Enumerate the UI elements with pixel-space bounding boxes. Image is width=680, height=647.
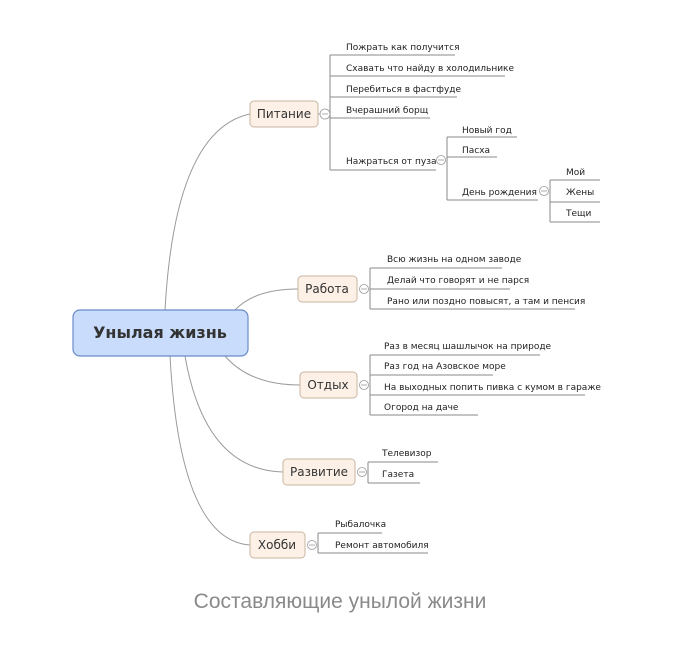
branch-food-label: Питание bbox=[257, 107, 311, 121]
collapse-growth-icon[interactable] bbox=[357, 467, 367, 477]
leaf[interactable]: Нажраться от пуза bbox=[346, 157, 437, 167]
leaf[interactable]: Пасха bbox=[462, 146, 490, 156]
work-bracket bbox=[369, 267, 575, 310]
leaf[interactable]: Газета bbox=[382, 470, 414, 480]
branch-food[interactable]: Питание bbox=[249, 100, 319, 128]
leaf[interactable]: Ремонт автомобиля bbox=[335, 541, 429, 551]
branch-growth-label: Развитие bbox=[290, 465, 348, 479]
leaf[interactable]: Телевизор bbox=[381, 449, 432, 459]
leaf[interactable]: Рыбалочка bbox=[335, 520, 386, 530]
connector-rest bbox=[224, 355, 301, 386]
collapse-rest-icon[interactable] bbox=[359, 380, 369, 390]
branch-rest-label: Отдых bbox=[307, 378, 348, 392]
leaf[interactable]: Раз в месяц шашлычок на природе bbox=[384, 342, 552, 352]
leaf[interactable]: Мой bbox=[566, 168, 585, 178]
sub-bracket bbox=[446, 136, 538, 201]
leaf[interactable]: Тещи bbox=[565, 209, 592, 219]
branch-growth[interactable]: Развитие bbox=[282, 458, 356, 486]
central-topic[interactable]: Унылая жизнь bbox=[72, 309, 249, 357]
sub-bracket bbox=[549, 179, 600, 223]
collapse-work-icon[interactable] bbox=[359, 284, 369, 294]
collapse-icon[interactable] bbox=[436, 155, 446, 165]
leaf[interactable]: Огород на даче bbox=[384, 403, 459, 413]
branch-rest[interactable]: Отдых bbox=[299, 371, 358, 399]
leaf[interactable]: Рано или поздно повысят, а там и пенсия bbox=[387, 297, 585, 307]
leaf[interactable]: День рождения bbox=[462, 188, 537, 198]
branch-work-label: Работа bbox=[305, 282, 349, 296]
connector-hobby bbox=[169, 355, 251, 546]
growth-bracket bbox=[367, 461, 438, 484]
leaf[interactable]: Вчерашний борщ bbox=[346, 106, 429, 116]
connector-work bbox=[234, 288, 299, 311]
hobby-bracket bbox=[317, 532, 428, 554]
connector-growth bbox=[184, 355, 284, 473]
collapse-food-icon[interactable] bbox=[318, 108, 331, 120]
connector-food bbox=[164, 113, 251, 311]
leaf[interactable]: Жены bbox=[566, 188, 594, 198]
leaf[interactable]: Делай что говорят и не парся bbox=[387, 276, 529, 286]
branch-hobby-label: Хобби bbox=[258, 538, 296, 552]
figure-caption: Составляющие унылой жизни bbox=[193, 590, 487, 613]
branch-work[interactable]: Работа bbox=[297, 275, 358, 303]
leaf[interactable]: Перебиться в фастфуде bbox=[346, 85, 462, 95]
branch-hobby[interactable]: Хобби bbox=[249, 531, 306, 559]
leaf[interactable]: Всю жизнь на одном заводе bbox=[387, 255, 522, 265]
leaf[interactable]: Раз год на Азовское море bbox=[384, 362, 506, 372]
collapse-hobby-icon[interactable] bbox=[307, 540, 317, 550]
leaf[interactable]: Схавать что найду в холодильнике bbox=[346, 64, 514, 74]
leaf[interactable]: Пожрать как получится bbox=[346, 43, 460, 53]
food-bracket bbox=[329, 54, 505, 171]
rest-bracket bbox=[369, 354, 585, 416]
leaf[interactable]: Новый год bbox=[462, 126, 512, 136]
collapse-icon[interactable] bbox=[539, 186, 549, 196]
central-topic-label: Унылая жизнь bbox=[93, 323, 227, 342]
leaf[interactable]: На выходных попить пивка с кумом в гараж… bbox=[384, 383, 601, 393]
